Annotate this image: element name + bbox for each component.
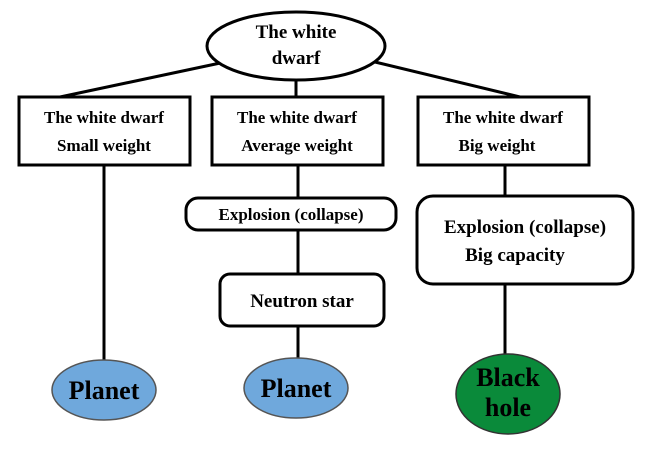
black-hole-label-line-1: Black	[476, 363, 540, 392]
root-node: The white dwarf	[205, 10, 387, 82]
neutron-star-label: Neutron star	[250, 291, 354, 312]
small-weight-box	[17, 95, 192, 167]
small-weight-box-line-1: The white dwarf	[44, 108, 164, 127]
average-weight-box-line-1: The white dwarf	[237, 108, 357, 127]
explosion-label-1: Explosion (collapse)	[219, 205, 364, 224]
neutron-star-box	[218, 272, 386, 328]
average-weight-box	[210, 95, 385, 167]
explosion-label-2: Explosion (collapse)	[444, 217, 606, 238]
edge-root-branch-1	[59, 60, 226, 99]
branch-big-weight: The white dwarf Big weight Explosion (co…	[415, 95, 635, 435]
black-hole-ellipse	[455, 353, 561, 435]
branch-small-weight: The white dwarf Small weight Planet	[17, 95, 192, 421]
planet-label-2: Planet	[261, 374, 332, 403]
black-hole-label-line-2: hole	[485, 393, 531, 422]
edge-root-branch-3	[374, 60, 521, 99]
root-label-line-2: dwarf	[272, 48, 321, 69]
root-label-line-1: The white	[256, 22, 337, 43]
big-weight-box-line-1: The white dwarf	[443, 108, 563, 127]
explosion-box-1	[184, 196, 398, 232]
planet-ellipse-2	[243, 357, 349, 419]
explosion-capacity-box	[415, 194, 635, 286]
root-ellipse	[205, 10, 387, 82]
big-capacity-label: Big capacity	[465, 245, 565, 266]
planet-ellipse-1	[51, 359, 157, 421]
branch-average-weight: The white dwarf Average weight Explosion…	[184, 95, 398, 419]
small-weight-box-line-2: Small weight	[57, 136, 151, 155]
connectors	[59, 60, 521, 362]
big-weight-box	[416, 95, 591, 167]
average-weight-box-line-2: Average weight	[241, 136, 353, 155]
big-weight-box-line-2: Big weight	[459, 136, 536, 155]
planet-label-1: Planet	[69, 376, 140, 405]
